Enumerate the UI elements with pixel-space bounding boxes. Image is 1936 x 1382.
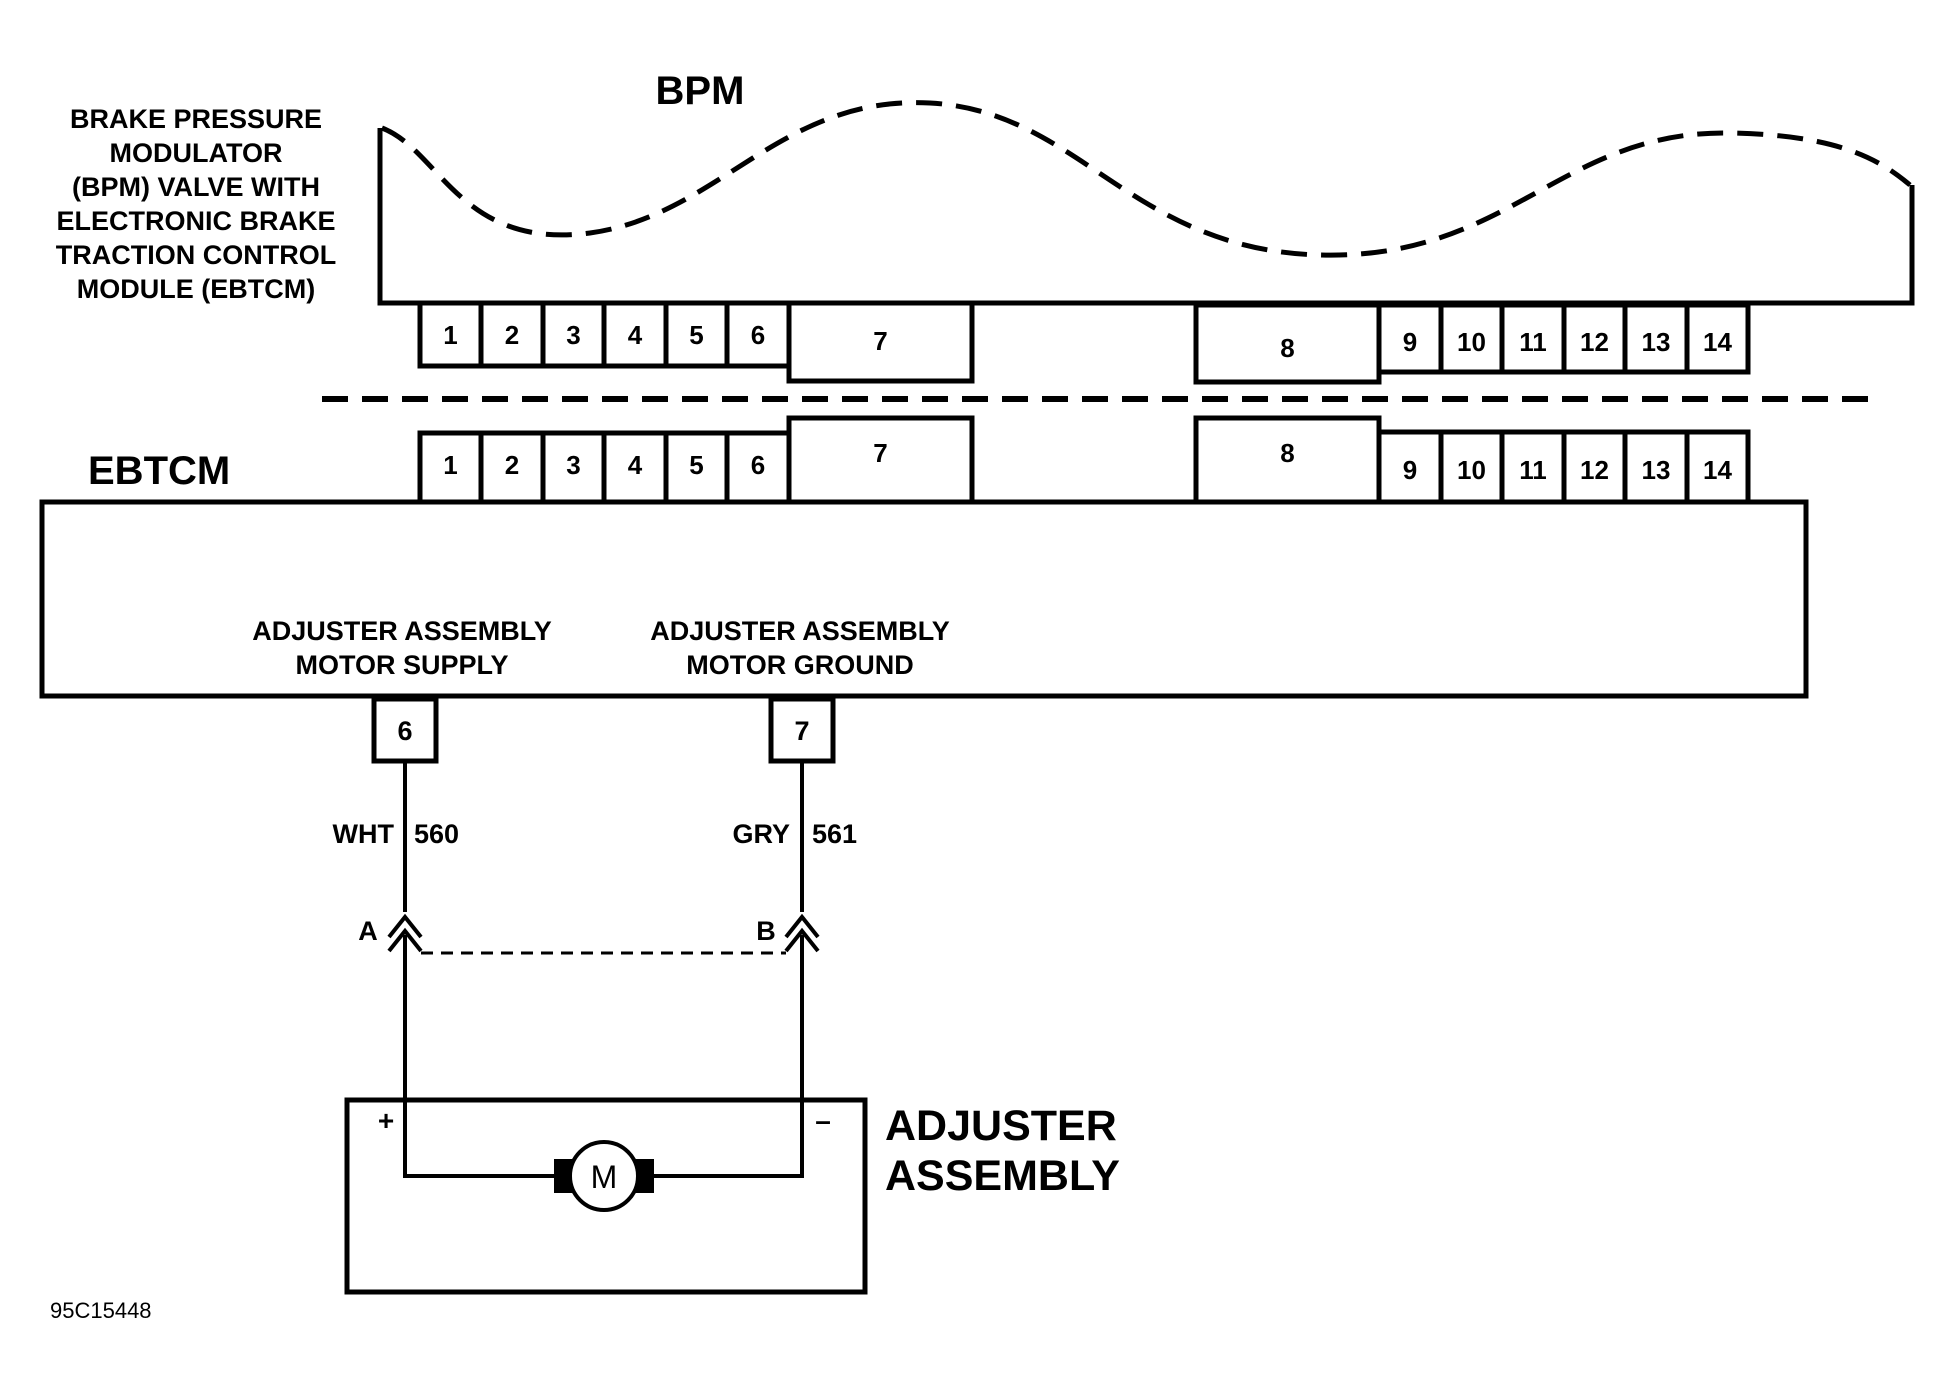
motor-symbol: M: [591, 1159, 618, 1195]
ground-wire-circuit: 561: [812, 819, 857, 849]
bpm-wavy-dashed-edge: [381, 100, 1912, 258]
supply-label-line: MOTOR SUPPLY: [295, 650, 508, 680]
adjuster-plus-terminal: +: [378, 1105, 394, 1136]
bpm-description-line: BRAKE PRESSURE: [70, 104, 322, 134]
connector-a-label: A: [358, 916, 378, 946]
adjuster-assembly-box: [344, 1097, 868, 1295]
bpm-description-line: MODULE (EBTCM): [77, 274, 315, 304]
connector-b-chevron: [784, 913, 820, 953]
ebtcm-pin-number: 5: [689, 450, 703, 480]
bpm-description-line: TRACTION CONTROL: [56, 240, 336, 270]
ebtcm-pin-number: 1: [443, 450, 457, 480]
ebtcm-supply-label: ADJUSTER ASSEMBLY MOTOR SUPPLY: [252, 616, 552, 680]
bpm-pin-number: 13: [1642, 327, 1671, 357]
bpm-pin-number: 7: [873, 326, 887, 356]
motor-icon: [568, 1140, 640, 1212]
bpm-pin-box: [1684, 302, 1751, 375]
ebtcm-pin-number: 10: [1457, 455, 1486, 485]
bpm-pin-number: 3: [566, 320, 580, 350]
connector-b-label: B: [756, 916, 776, 946]
ebtcm-pin-number: 9: [1403, 455, 1417, 485]
ebtcm-body: [39, 499, 1809, 699]
ebtcm-pin-box: [1684, 429, 1751, 505]
ebtcm-pin-number: 8: [1280, 438, 1294, 468]
adjuster-title-line: ASSEMBLY: [885, 1152, 1120, 1200]
bpm-pin-box: [1376, 302, 1444, 375]
bpm-pin-box: [1193, 302, 1382, 385]
bpm-body-outline: [377, 128, 1915, 306]
bpm-pin-box: [1438, 302, 1505, 375]
ebtcm-pin-number: 3: [566, 450, 580, 480]
connector-a-chevron: [387, 913, 423, 953]
bpm-title: BPM: [656, 69, 745, 113]
supply-terminal: [371, 696, 439, 764]
bpm-pin-number: 1: [443, 320, 457, 350]
ebtcm-pin-number: 14: [1703, 455, 1732, 485]
bpm-pin-number: 6: [751, 320, 765, 350]
supply-terminal-number: 6: [397, 716, 412, 746]
adjuster-title-line: ADJUSTER: [885, 1102, 1117, 1150]
bpm-pin-number: 4: [628, 320, 643, 350]
supply-label-line: ADJUSTER ASSEMBLY: [252, 616, 552, 646]
ebtcm-pin-number: 11: [1519, 455, 1547, 485]
bpm-pin-box: [540, 300, 607, 369]
bpm-description-line: ELECTRONIC BRAKE: [56, 206, 335, 236]
bpm-pin-number: 2: [505, 320, 519, 350]
ebtcm-ground-label: ADJUSTER ASSEMBLY MOTOR GROUND: [650, 616, 950, 680]
ebtcm-title: EBTCM: [88, 449, 230, 493]
bpm-pin-number: 10: [1457, 327, 1486, 357]
ground-label-line: ADJUSTER ASSEMBLY: [650, 616, 950, 646]
supply-wire-circuit: 560: [414, 819, 459, 849]
ebtcm-pin-number: 7: [873, 438, 887, 468]
figure-id: 95C15448: [50, 1298, 152, 1323]
ebtcm-pin-number: 2: [505, 450, 519, 480]
bpm-pin-number: 9: [1403, 327, 1417, 357]
ebtcm-pin-number: 4: [628, 450, 643, 480]
adjuster-minus-terminal: –: [815, 1105, 831, 1136]
ebtcm-pin-number: 13: [1642, 455, 1671, 485]
bpm-pin-box: [478, 300, 546, 369]
bpm-pin-box: [417, 300, 484, 369]
ground-label-line: MOTOR GROUND: [686, 650, 914, 680]
bpm-pin-box: [663, 300, 730, 369]
bpm-pin-number: 11: [1519, 327, 1547, 357]
bpm-pin-number: 12: [1580, 327, 1609, 357]
bpm-description-line: (BPM) VALVE WITH: [72, 172, 320, 202]
bpm-pin-number: 14: [1703, 327, 1732, 357]
supply-wire-color: WHT: [333, 819, 395, 849]
adjuster-title: ADJUSTER ASSEMBLY: [885, 1102, 1120, 1200]
ground-terminal-number: 7: [794, 716, 809, 746]
ebtcm-pin-number: 6: [751, 450, 765, 480]
ebtcm-pin-box: [417, 430, 484, 505]
bpm-pin-number: 5: [689, 320, 703, 350]
ground-wire-color: GRY: [732, 819, 790, 849]
bpm-description: BRAKE PRESSURE MODULATOR (BPM) VALVE WIT…: [56, 104, 336, 304]
ebtcm-pin-number: 12: [1580, 455, 1609, 485]
bpm-pin-box: [786, 300, 975, 384]
bpm-description-line: MODULATOR: [110, 138, 283, 168]
bpm-pin-number: 8: [1280, 333, 1294, 363]
